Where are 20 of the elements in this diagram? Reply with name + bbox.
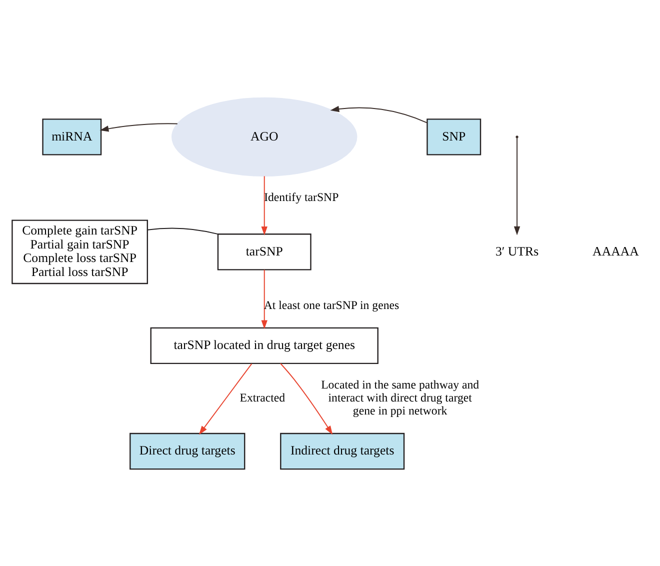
arrow xyxy=(261,175,268,235)
node-box: Complete gain tarSNP Partial gain tarSNP Complete loss tarSNP Partial loss tarSNP xyxy=(12,219,148,284)
arrow xyxy=(261,268,268,329)
arrow xyxy=(514,137,520,235)
node-box: tarSNP located in drug target genes xyxy=(150,326,378,364)
arrow xyxy=(198,362,252,434)
node-text: 3′ UTRs xyxy=(495,244,539,258)
edge-label: Located in the same pathway and interact with direct drug target gene in ppi network xyxy=(321,377,480,417)
arrow xyxy=(330,105,428,123)
node-box: SNP xyxy=(426,118,482,155)
arrow xyxy=(280,362,333,434)
node-box: Direct drug targets xyxy=(130,432,246,470)
node-box: tarSNP xyxy=(217,233,312,270)
connector xyxy=(147,227,218,234)
node-box: miRNA xyxy=(42,118,102,155)
label: AAAAA xyxy=(592,244,639,258)
edge-label: Extracted xyxy=(240,390,286,404)
arrow xyxy=(100,122,178,132)
node-box: Indirect drug targets xyxy=(280,432,405,470)
node-ellipse: AGO xyxy=(172,96,358,176)
